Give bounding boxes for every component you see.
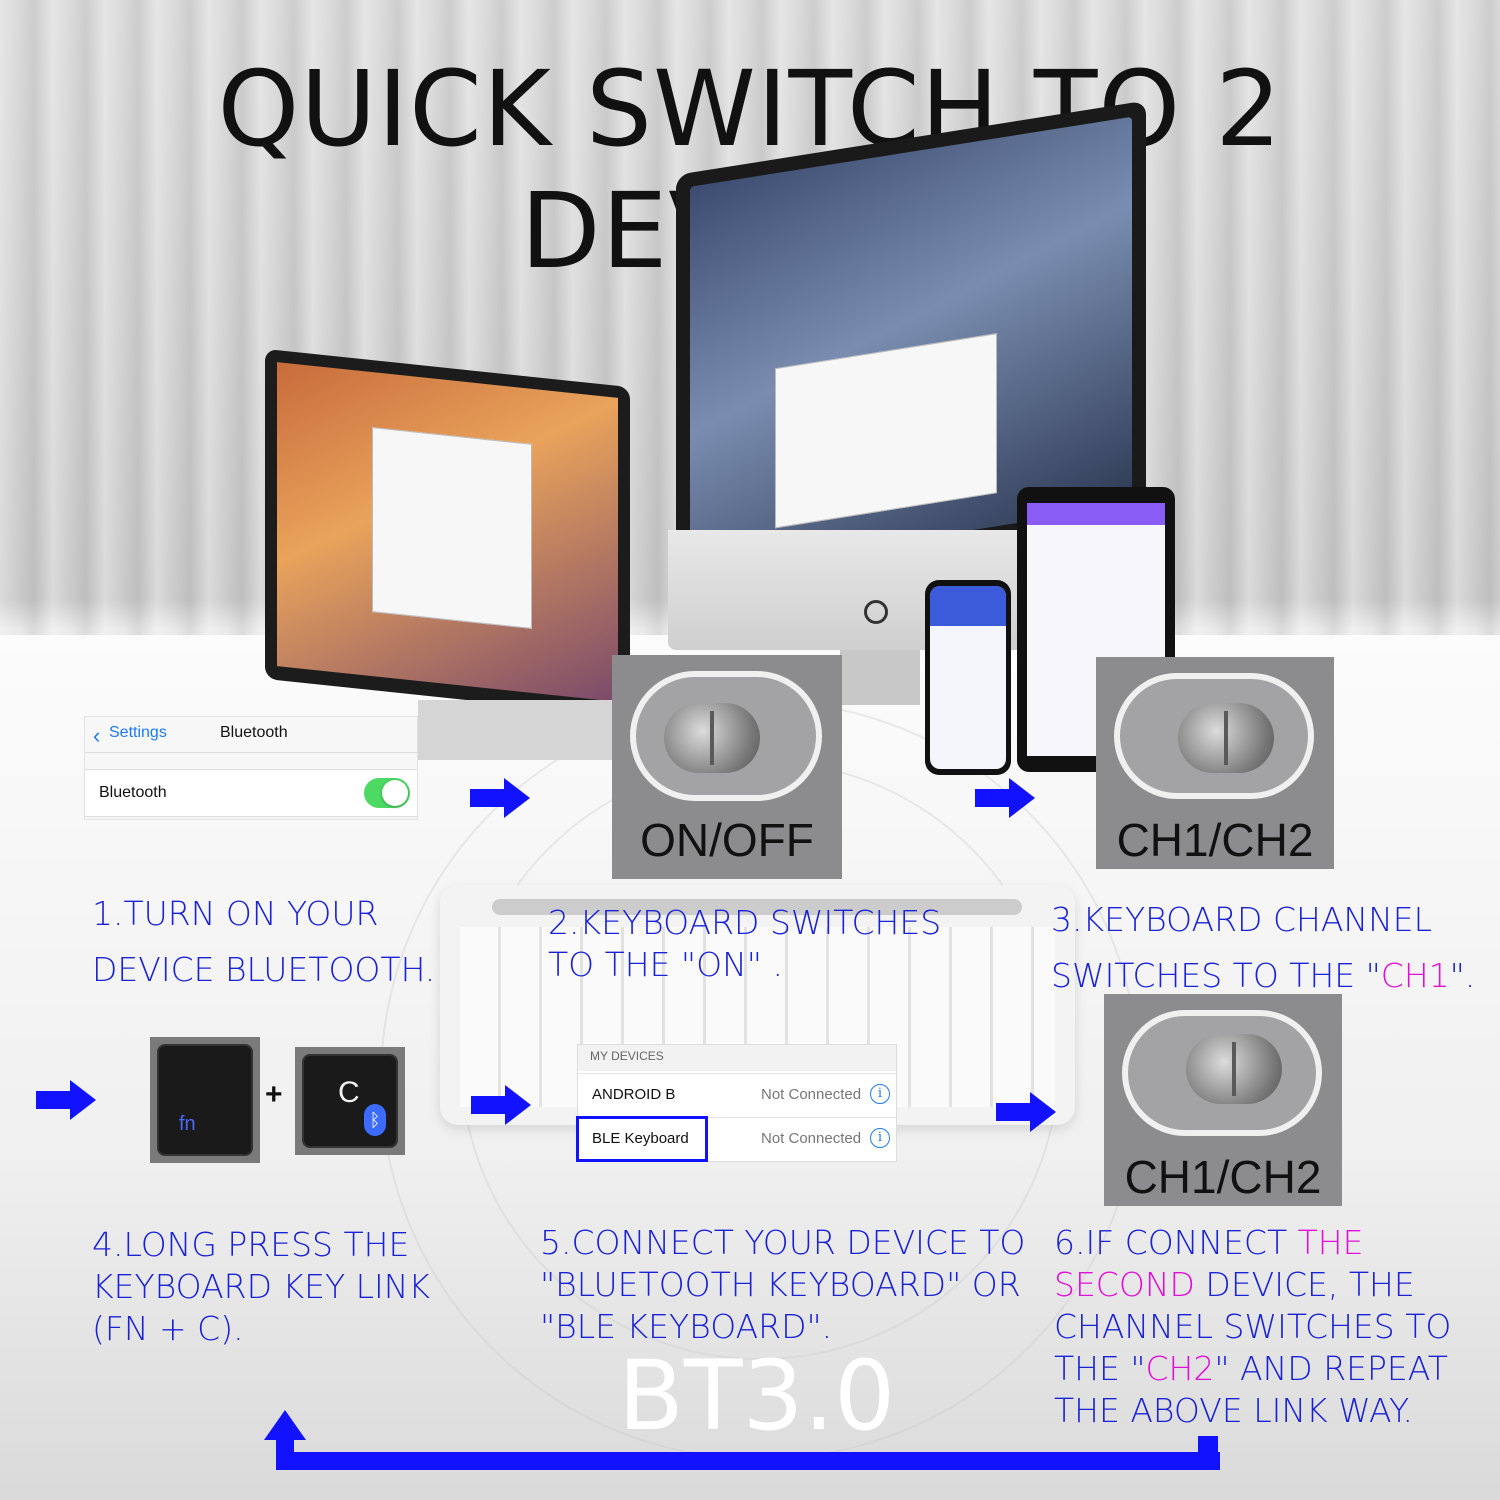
power-switch-label: ON/OFF xyxy=(640,814,814,866)
device-name: ANDROID B xyxy=(592,1086,676,1103)
channel-switch-label: CH1/CH2 xyxy=(1116,814,1314,866)
bluetooth-icon: ᛒ xyxy=(364,1104,386,1136)
keyboard-device-slot xyxy=(492,899,1022,915)
info-icon[interactable]: i xyxy=(870,1128,890,1148)
loop-arrow-bottom-segment xyxy=(276,1452,1220,1470)
step-6-text-part: DEVICE, THE xyxy=(1194,1265,1415,1304)
step-6-highlight: CH2 xyxy=(1145,1349,1215,1388)
fn-key-face: fn xyxy=(157,1044,253,1156)
laptop-screen xyxy=(277,362,618,702)
step-5-text: 5.CONNECT YOUR DEVICE TO "BLUETOOTH KEYB… xyxy=(540,1222,1025,1348)
step-6-text-part: 6.IF CONNECT xyxy=(1054,1223,1298,1262)
bluetooth-toggle[interactable] xyxy=(364,778,410,808)
finder-window xyxy=(775,333,997,529)
bluetooth-settings-header: ‹ Settings Bluetooth xyxy=(85,717,417,753)
fn-key: fn xyxy=(150,1037,260,1163)
channel-switch-panel: CH1/CH2 xyxy=(1096,657,1334,869)
step-6-line: SECOND DEVICE, THE xyxy=(1054,1264,1451,1306)
phone-screen xyxy=(930,586,1006,769)
step-1-line: DEVICE BLUETOOTH. xyxy=(92,950,436,989)
step-4-line: KEYBOARD KEY LINK xyxy=(92,1267,431,1306)
phone-image xyxy=(925,580,1011,775)
switch-knob xyxy=(1178,703,1274,773)
laptop-base xyxy=(418,700,638,760)
step-6-highlight: THE xyxy=(1297,1223,1364,1262)
my-devices-list: MY DEVICES ANDROID B Not Connected i BLE… xyxy=(576,1044,897,1162)
bt-version-label: BT3.0 xyxy=(618,1340,896,1452)
step-6-line: CHANNEL SWITCHES TO xyxy=(1054,1307,1452,1346)
step-3-highlight: CH1 xyxy=(1380,956,1450,995)
power-switch-panel: ON/OFF xyxy=(612,655,842,879)
step-3-text-part: SWITCHES TO THE " xyxy=(1051,956,1381,995)
step-6-text-part: " AND REPEAT xyxy=(1214,1349,1448,1388)
step-2-line: 2.KEYBOARD SWITCHES xyxy=(548,903,942,942)
step-5-line: "BLE KEYBOARD". xyxy=(540,1307,833,1346)
step-6-highlight: SECOND xyxy=(1054,1265,1195,1304)
step-6-line: THE "CH2" AND REPEAT xyxy=(1054,1348,1451,1390)
device-row[interactable]: BLE Keyboard Not Connected i xyxy=(576,1116,896,1162)
device-name: BLE Keyboard xyxy=(592,1130,689,1147)
step-6-line: 6.IF CONNECT THE xyxy=(1054,1222,1451,1264)
step-1-text: 1.TURN ON YOUR DEVICE BLUETOOTH. xyxy=(92,893,435,991)
chevron-left-icon[interactable]: ‹ xyxy=(93,723,101,748)
app-window xyxy=(372,427,532,629)
selected-device-highlight xyxy=(576,1116,708,1162)
bluetooth-row: Bluetooth xyxy=(85,769,417,817)
step-3-text-part: ". xyxy=(1449,956,1476,995)
step-3-line: SWITCHES TO THE "CH1". xyxy=(1051,955,1475,997)
step-2-line: TO THE "ON" . xyxy=(548,945,783,984)
step-6-text: 6.IF CONNECT THE SECOND DEVICE, THE CHAN… xyxy=(1054,1222,1451,1432)
device-status: Not Connected xyxy=(761,1086,862,1103)
device-row[interactable]: ANDROID B Not Connected i xyxy=(578,1073,896,1117)
step-5-line: "BLUETOOTH KEYBOARD" OR xyxy=(540,1265,1021,1304)
channel-switch-panel: CH1/CH2 xyxy=(1104,994,1342,1206)
channel-switch-label: CH1/CH2 xyxy=(1124,1151,1322,1203)
loop-arrow-left-segment xyxy=(276,1438,294,1468)
step-2-text: 2.KEYBOARD SWITCHES TO THE "ON" . xyxy=(548,902,941,986)
step-6-line: THE ABOVE LINK WAY. xyxy=(1054,1391,1413,1430)
step-4-line: (FN + C). xyxy=(92,1309,244,1348)
fn-key-label: fn xyxy=(179,1113,196,1135)
arrow-right-icon xyxy=(36,1080,98,1120)
arrow-right-icon xyxy=(470,778,532,818)
c-key: C ᛒ xyxy=(295,1047,405,1155)
step-3-text: 3.KEYBOARD CHANNEL SWITCHES TO THE "CH1"… xyxy=(1051,899,1475,997)
step-5-line: 5.CONNECT YOUR DEVICE TO xyxy=(540,1223,1026,1262)
bluetooth-row-label: Bluetooth xyxy=(99,784,167,801)
arrow-right-icon xyxy=(996,1092,1058,1132)
c-key-label: C xyxy=(338,1076,360,1109)
c-key-face: C ᛒ xyxy=(302,1054,398,1148)
switch-knob xyxy=(1186,1034,1282,1104)
imac-stand xyxy=(840,650,920,705)
arrow-right-icon xyxy=(471,1085,533,1125)
device-status: Not Connected xyxy=(761,1130,862,1147)
laptop-image xyxy=(265,348,630,718)
bluetooth-settings-card: ‹ Settings Bluetooth Bluetooth xyxy=(84,716,418,820)
arrow-right-icon xyxy=(975,778,1037,818)
step-3-line: 3.KEYBOARD CHANNEL xyxy=(1051,900,1432,939)
step-1-line: 1.TURN ON YOUR xyxy=(92,894,379,933)
plus-sign: + xyxy=(265,1078,283,1111)
arrow-up-icon xyxy=(264,1410,306,1440)
step-6-text-part: THE " xyxy=(1054,1349,1146,1388)
my-devices-header: MY DEVICES xyxy=(578,1045,896,1071)
settings-back-link[interactable]: Settings xyxy=(109,724,167,741)
power-icon xyxy=(864,600,888,624)
bluetooth-screen-title: Bluetooth xyxy=(220,724,288,741)
info-icon[interactable]: i xyxy=(870,1084,890,1104)
step-4-text: 4.LONG PRESS THE KEYBOARD KEY LINK (FN +… xyxy=(92,1224,430,1350)
switch-knob xyxy=(664,703,760,773)
step-4-line: 4.LONG PRESS THE xyxy=(92,1225,410,1264)
